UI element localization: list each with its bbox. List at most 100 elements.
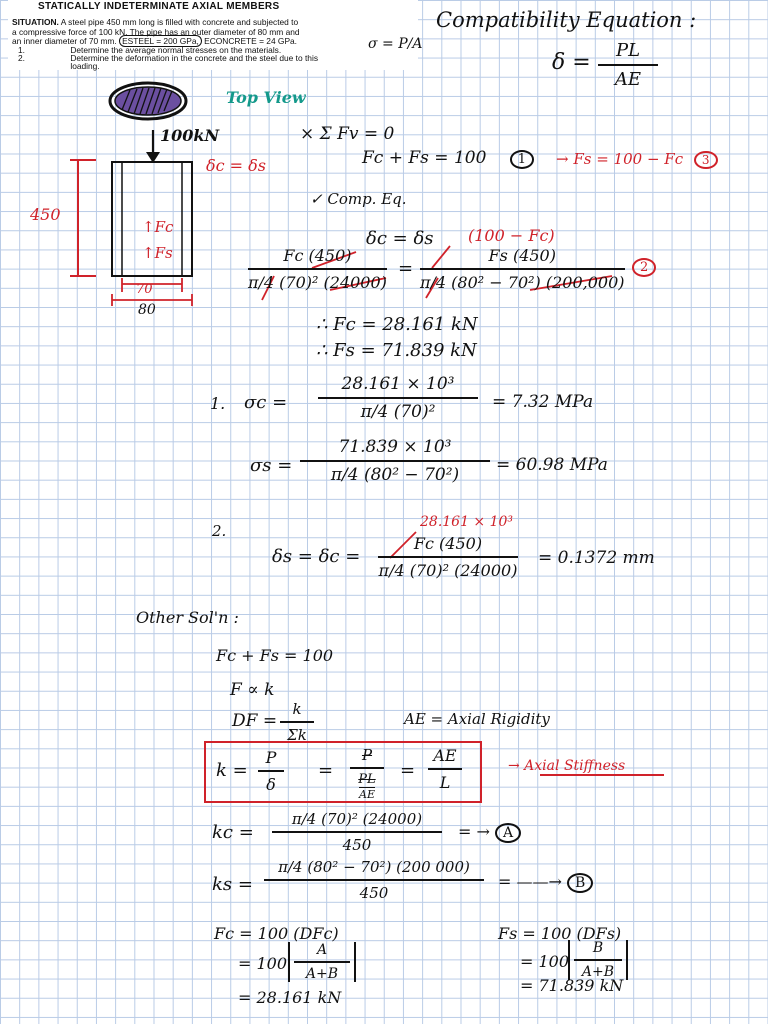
fraction-bar (420, 268, 625, 270)
sigma-c-fraction: 28.161 × 10³ π/4 (70)² (318, 374, 478, 422)
equilibrium-eq: Fc + Fs = 100 1 (362, 148, 535, 169)
compat-num: PL (615, 40, 641, 61)
kc-num: π/4 (70)² (24000) (291, 810, 423, 828)
eq-tag-2-circle: 2 (632, 258, 657, 277)
ks-tag: B (566, 873, 594, 893)
cancel-mark (329, 277, 387, 291)
sigma-c-den: π/4 (70)² (360, 402, 436, 422)
fraction-bar (350, 767, 384, 769)
comp-eq-rhs-fraction: Fs (450) π/4 (80² − 70²) (200,000) (420, 246, 625, 292)
kc-arrow: = → A (458, 822, 522, 843)
fs-line-1: Fs = 100 (DFs) (498, 924, 622, 943)
fraction-bar (280, 721, 314, 723)
kc-lhs: kc = (212, 822, 254, 843)
fs-line-2-text: = 100 (520, 952, 570, 971)
fc-label: ↑Fc (142, 218, 174, 236)
stiffness-box (204, 741, 482, 803)
sigma-c-num: 28.161 × 10³ (341, 374, 455, 394)
result-fs: ∴ Fs = 71.839 kN (316, 340, 477, 361)
box-fraction-3: AE L (428, 746, 462, 792)
fs-bracket-fraction: B A+B (568, 940, 628, 980)
equals-sign: = (398, 258, 414, 279)
situation-line-1: SITUATION. A steel pipe 450 mm long is f… (12, 17, 298, 27)
compat-den: AE (614, 69, 642, 90)
fs-frac-den: A+B (581, 964, 615, 980)
rhs-den: π/4 (80² − 70²) (200,000) (420, 273, 625, 292)
ks-lhs: ks = (212, 874, 253, 895)
deform-substitution: 28.161 × 10³ (420, 514, 514, 530)
comp-eq-heading: ✓ Comp. Eq. (310, 190, 407, 208)
concrete-modulus: ECONCRETE = 24 GPa. (204, 36, 298, 46)
outer-dia-label: 80 (138, 302, 156, 318)
deform-num: Fc (450) (413, 534, 483, 553)
axial-stiffness-label: → Axial Stiffness (508, 758, 625, 774)
pipe-top-view-hatch (121, 87, 173, 115)
box-f2-num: P (361, 746, 373, 764)
load-label: 100kN (160, 126, 220, 145)
df-fraction: k Σk (280, 700, 314, 744)
other-line-2: F ∝ k (230, 680, 275, 700)
sigma-c-result: = 7.32 MPa (492, 392, 594, 412)
eq-tag-3: 3 (693, 151, 718, 169)
fs-expression: → Fs = 100 − Fc 3 (556, 150, 718, 169)
box-f3-den: L (439, 773, 451, 792)
item-2-cont: loading. (18, 61, 100, 71)
fraction-bar (428, 768, 462, 770)
cancel-mark (261, 275, 275, 301)
sigma-s-result: = 60.98 MPa (496, 455, 608, 475)
comp-eq-substitution: (100 − Fc) (468, 226, 555, 245)
fraction-bar (300, 460, 490, 462)
fraction-bar (272, 831, 442, 833)
length-label: 450 (30, 205, 61, 224)
item-text: loading. (70, 61, 100, 71)
load-arrowhead (146, 152, 160, 163)
eq-tag-2: 2 (632, 258, 657, 277)
kc-den: 450 (342, 836, 372, 854)
item-1: 1. Determine the average normal stresses… (18, 45, 281, 55)
box-f2-den-top: PL (358, 772, 376, 787)
delta-note: δc = δs (206, 156, 267, 175)
item-num: 1. (18, 45, 25, 55)
cancel-mark (529, 275, 613, 291)
item-2: 2. Determine the deformation in the conc… (18, 53, 318, 63)
fraction-bar (378, 556, 518, 558)
box-f3-num: AE (433, 746, 457, 765)
fraction-bar (318, 397, 478, 399)
lhs-den: π/4 (70)² (24000) (248, 273, 387, 292)
sigma-s-lhs: σs = (250, 455, 293, 476)
sigma-c-lhs: σc = (244, 392, 288, 413)
compat-title: Compatibility Equation : (436, 8, 697, 32)
sigma-note: σ = P/A (368, 36, 423, 52)
axial-rigidity-note: AE = Axial Rigidity (404, 710, 550, 728)
comp-eq-line: δc = δs (366, 228, 434, 249)
compat-fraction: PL AE (598, 40, 658, 90)
fraction-bar (574, 959, 622, 961)
other-heading: Other Sol'n : (136, 608, 239, 627)
fraction-bar (294, 961, 350, 963)
item-num: 2. (18, 53, 25, 63)
box-f1-den: δ (266, 775, 276, 794)
box-k: k = (216, 760, 248, 781)
df-lhs: DF = (232, 711, 278, 731)
ks-arrow: = ——→ B (498, 872, 594, 893)
cancel-mark (311, 251, 357, 269)
df-num: k (292, 700, 302, 718)
inner-dia-label: 70 (136, 282, 153, 297)
sigma-s-den: π/4 (80² − 70²) (330, 465, 460, 485)
ks-den: 450 (359, 884, 389, 902)
deform-result: = 0.1372 mm (538, 548, 655, 568)
situation-line-2: a compressive force of 100 kN. The pipe … (12, 27, 300, 37)
fs-label: ↑Fs (142, 244, 173, 262)
df-den: Σk (287, 726, 307, 744)
lhs-num: Fc (450) (283, 246, 352, 265)
fc-bracket-fraction: A A+B (288, 942, 356, 982)
cancel-mark (425, 277, 439, 299)
equals-sign: = (400, 760, 416, 781)
rhs-num: Fs (450) (488, 246, 556, 265)
box-fraction-2: P PL AE (350, 746, 384, 801)
cancel-mark (431, 245, 451, 269)
compat-lhs: δ = (552, 50, 591, 75)
fs-expression-text: → Fs = 100 − Fc (556, 150, 684, 168)
pipe-top-view-outer (108, 81, 188, 121)
